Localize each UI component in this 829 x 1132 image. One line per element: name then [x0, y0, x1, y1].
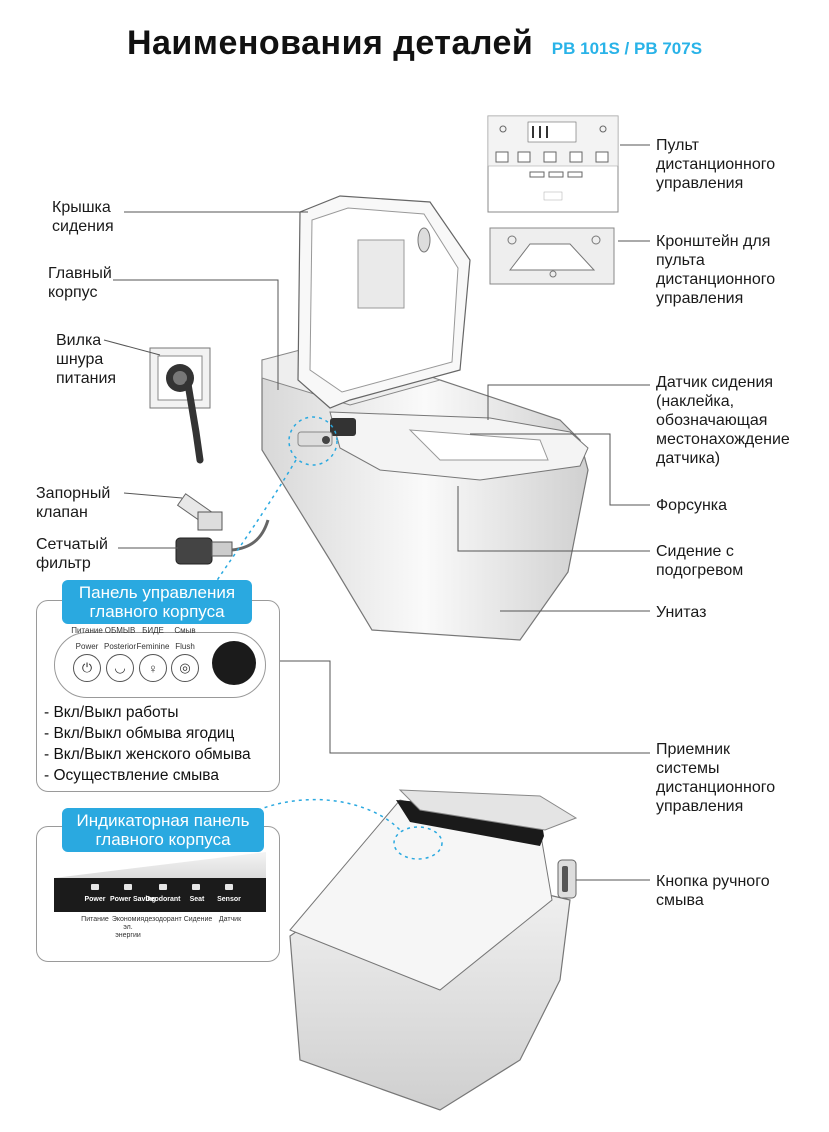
indicator-led	[225, 884, 233, 890]
indicator-ru-sensor: Датчик	[218, 916, 242, 923]
indicator-panel-tag: Индикаторная панель главного корпуса	[62, 808, 264, 852]
feminine-button[interactable]: ♀	[139, 654, 167, 682]
label-remote: Пульт дистанционного управления	[656, 137, 776, 192]
feminine-icon: ♀	[148, 660, 158, 676]
title-model: PB 101S / PB 707S	[551, 39, 703, 58]
indicator-ru-seat: Сидение	[183, 916, 213, 923]
indicator-en-seat: Seat	[189, 896, 205, 903]
indicator-led	[91, 884, 99, 890]
posterior-icon: ◡	[114, 660, 126, 675]
power-icon: ⏻	[81, 660, 93, 675]
indicator-led	[159, 884, 167, 890]
label-stop-valve: Запорный клапан	[36, 485, 111, 521]
indicator-ru-deodorant: дезодорант	[144, 916, 182, 923]
list-item: - Вкл/Выкл женского обмыва	[44, 746, 251, 763]
label-nozzle: Форсунка	[656, 497, 728, 514]
label-remote-bracket: Кронштейн для пульта дистанционного упра…	[656, 233, 776, 307]
page-title: Наименования деталей PB 101S / PB 707S	[0, 24, 829, 63]
indicator-ru-power: Питание	[81, 916, 109, 923]
list-item: - Вкл/Выкл работы	[44, 704, 179, 721]
btn-feminine-en: Feminine	[136, 642, 170, 651]
flush-button[interactable]: ◎	[171, 654, 199, 682]
label-mesh-filter: Сетчатый фильтр	[36, 536, 108, 572]
btn-flush-en: Flush	[175, 642, 195, 651]
remote-control-illustration	[487, 115, 619, 213]
indicator-en-power: Power	[84, 896, 106, 903]
indicator-led	[192, 884, 200, 890]
control-panel-list: - Вкл/Выкл работы - Вкл/Выкл обмыва ягод…	[44, 702, 251, 786]
indicator-en-deodorant: Deodorant	[145, 896, 181, 903]
label-receiver: Приемник системы дистанционного управлен…	[656, 741, 776, 815]
btn-posterior-en: Posterior	[103, 642, 136, 651]
title-main: Наименования деталей	[126, 24, 534, 62]
control-panel-tag: Панель управления главного корпуса	[62, 580, 252, 624]
list-item: - Вкл/Выкл обмыва ягодиц	[44, 725, 235, 742]
receiver-sensor-dot	[212, 641, 256, 685]
indicator-panel-strip	[54, 878, 266, 912]
label-seat-sensor: Датчик сидения (наклейка, обозначающая м…	[656, 374, 790, 467]
indicator-en-sensor: Sensor	[217, 896, 241, 903]
label-seat-cover: Крышка сидения	[52, 199, 114, 235]
btn-posterior-ru: ОБМЫВ	[104, 626, 136, 635]
label-heated-seat: Сидение с подогревом	[656, 543, 744, 579]
power-button[interactable]: ⏻	[73, 654, 101, 682]
indicator-en-power-saving: Power Saving	[110, 896, 156, 903]
valve-filter-illustration	[175, 493, 270, 565]
label-manual-flush: Кнопка ручного смыва	[656, 873, 770, 909]
list-item: - Осуществление смыва	[44, 767, 219, 784]
label-power-plug: Вилка шнура питания	[56, 332, 117, 387]
label-main-body: Главный корпус	[48, 265, 112, 301]
flush-icon: ◎	[179, 660, 191, 675]
label-toilet-bowl: Унитаз	[656, 604, 707, 621]
indicator-ru-power-saving: Экономия эл. энергии	[111, 916, 145, 939]
btn-flush-ru: Смыв	[174, 626, 196, 635]
btn-power-en: Power	[75, 642, 99, 651]
btn-feminine-ru: БИДЕ	[142, 626, 164, 635]
indicator-led	[124, 884, 132, 890]
posterior-button[interactable]: ◡	[106, 654, 134, 682]
power-plug-illustration	[149, 347, 211, 464]
btn-power-ru: Питание	[71, 626, 103, 635]
toilet-open-illustration	[261, 195, 589, 641]
remote-bracket-illustration	[489, 227, 615, 285]
toilet-closed-illustration	[289, 789, 578, 1111]
